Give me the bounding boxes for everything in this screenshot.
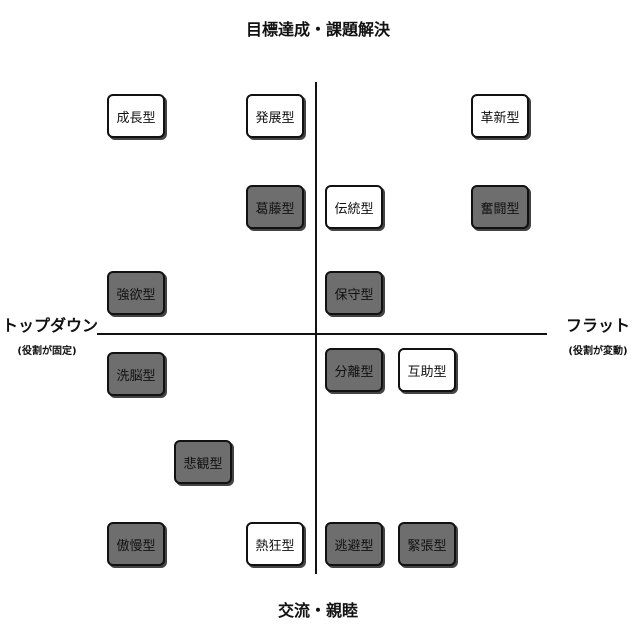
type-box-escape: 逃避型	[325, 522, 383, 566]
type-label: 洗脳型	[116, 368, 156, 384]
type-label: 革新型	[480, 110, 520, 126]
type-label: 逃避型	[334, 538, 374, 554]
type-label: 強欲型	[116, 287, 156, 303]
type-label: 伝統型	[334, 201, 374, 217]
type-box-conservative: 保守型	[325, 271, 383, 315]
axis-label-right-main: フラット	[565, 316, 630, 335]
horizontal-axis-line	[97, 333, 547, 335]
axis-label-left-sub: (役割が固定)	[17, 346, 77, 357]
axis-label-left-main: トップダウン	[2, 316, 99, 335]
type-box-growth: 成長型	[107, 94, 165, 138]
type-label: 保守型	[334, 287, 374, 303]
axis-label-right-sub: (役割が変動)	[568, 346, 628, 357]
axis-label-left: トップダウン (役割が固定)	[2, 312, 99, 357]
type-label: 緊張型	[407, 538, 447, 554]
type-box-arrogance: 傲慢型	[107, 522, 165, 566]
type-box-coercion: 強欲型	[107, 271, 165, 315]
type-box-separation: 分離型	[325, 348, 383, 392]
axis-label-right: フラット (役割が変動)	[560, 312, 636, 357]
type-box-innovation: 革新型	[471, 94, 529, 138]
type-label: 発展型	[255, 110, 295, 126]
type-box-development: 発展型	[246, 94, 304, 138]
type-label: 分離型	[334, 364, 374, 380]
type-box-tension: 緊張型	[398, 522, 456, 566]
type-label: 傲慢型	[116, 538, 156, 554]
type-label: 成長型	[116, 110, 156, 126]
type-box-brainwash: 洗脳型	[107, 352, 165, 396]
type-box-enthusiasm: 熱狂型	[246, 522, 304, 566]
type-label: 互助型	[407, 364, 447, 380]
type-box-tradition: 伝統型	[325, 185, 383, 229]
type-label: 奮闘型	[480, 201, 520, 217]
type-box-mutual-aid: 互助型	[398, 348, 456, 392]
vertical-axis-line	[315, 82, 317, 574]
axis-label-bottom: 交流・親睦	[277, 601, 358, 620]
type-box-conflict: 葛藤型	[246, 185, 304, 229]
type-label: 熱狂型	[255, 538, 295, 554]
type-label: 葛藤型	[255, 201, 295, 217]
type-box-struggle: 奮闘型	[471, 185, 529, 229]
type-label: 悲観型	[183, 456, 223, 472]
type-box-pessimism: 悲観型	[174, 440, 232, 484]
axis-label-top: 目標達成・課題解決	[245, 20, 390, 39]
